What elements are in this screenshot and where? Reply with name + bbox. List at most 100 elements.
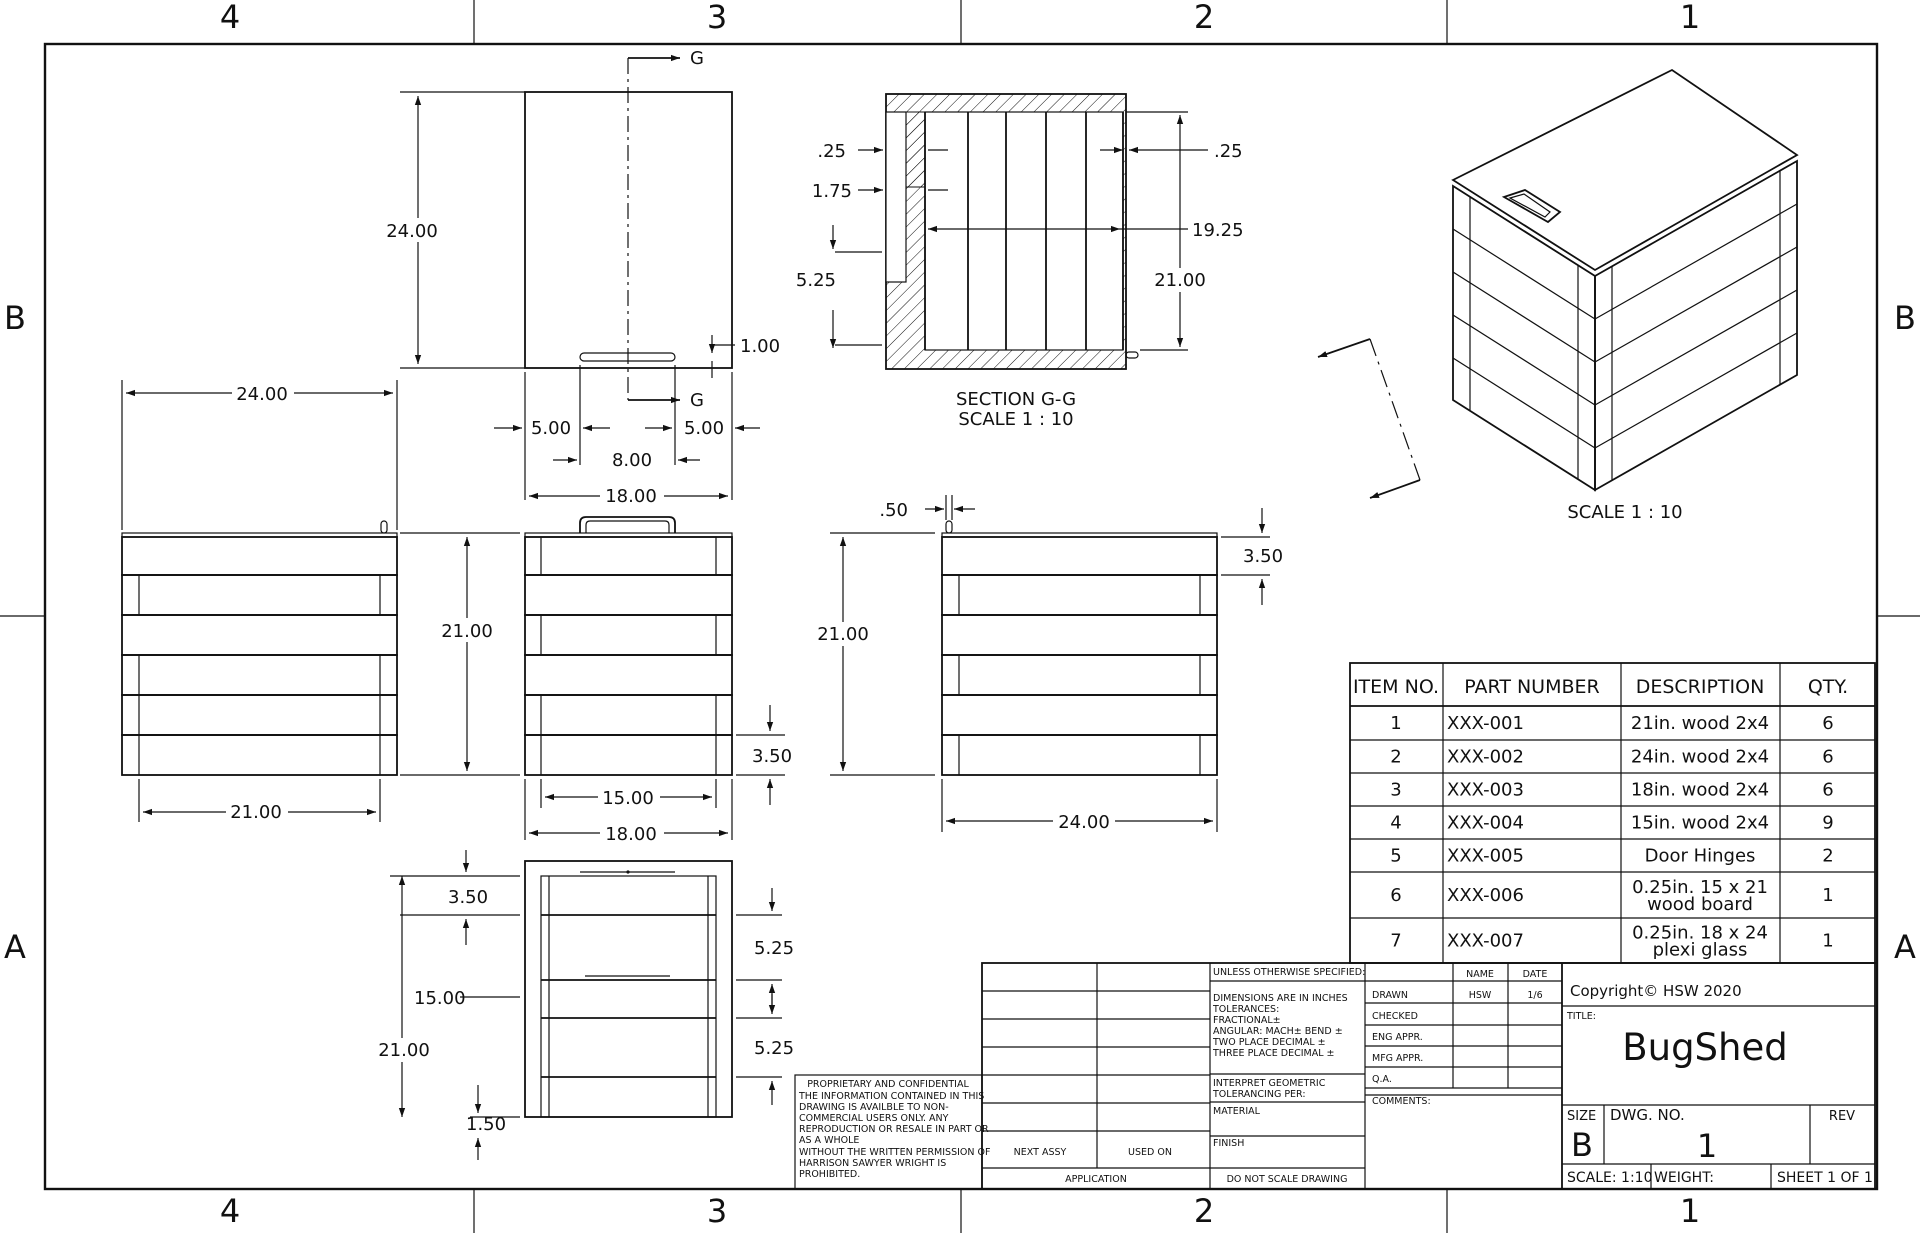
bom-part-number: XXX-005 — [1447, 846, 1524, 867]
tb-comments: COMMENTS: — [1372, 1096, 1431, 1107]
title-block: UNLESS OTHERWISE SPECIFIED: DIMENSIONS A… — [794, 962, 1876, 1190]
bom-header-qty: QTY. — [1808, 676, 1848, 698]
dim-bottom-base: 1.50 — [466, 1114, 506, 1135]
tb-prop-7: HARRISON SAWYER WRIGHT IS — [799, 1158, 946, 1169]
zone-col-3-bottom: 3 — [707, 1192, 727, 1230]
dim-right-width: 24.00 — [1058, 812, 1110, 833]
dim-bottom-board: 3.50 — [448, 887, 488, 908]
bom-description: 0.25in. 15 x 21 — [1632, 877, 1768, 898]
tb-unless: UNLESS OTHERWISE SPECIFIED: — [1213, 967, 1365, 978]
dim-left-gap: 5.00 — [531, 418, 571, 439]
bom-item-no: 7 — [1390, 931, 1401, 952]
bom-qty: 2 — [1822, 846, 1833, 867]
tb-size-label: SIZE — [1567, 1109, 1596, 1124]
tb-dims-5: TWO PLACE DECIMAL ± — [1212, 1037, 1326, 1048]
tb-finish: FINISH — [1213, 1138, 1244, 1149]
zone-col-1-top: 1 — [1680, 0, 1700, 36]
section-scale: SCALE 1 : 10 — [958, 409, 1073, 430]
dim-sec-height: 21.00 — [1154, 270, 1206, 291]
zone-row-b-right: B — [1894, 299, 1916, 337]
dim-sec-opening: 5.25 — [796, 270, 836, 291]
zone-row-a-right: A — [1894, 928, 1916, 966]
dim-handle-width: 8.00 — [612, 450, 652, 471]
bom-part-number: XXX-003 — [1447, 780, 1524, 801]
bom-description-line2: wood board — [1647, 894, 1753, 915]
dim-right-height: 21.00 — [817, 624, 869, 645]
zone-row-a-left: A — [4, 928, 26, 966]
tb-dims-6: THREE PLACE DECIMAL ± — [1212, 1048, 1335, 1059]
tb-size: B — [1571, 1126, 1593, 1164]
dim-sec-notch: 1.75 — [812, 181, 852, 202]
view-direction-arrow — [1317, 338, 1421, 499]
bom-qty: 6 — [1822, 713, 1833, 734]
zone-col-4-bottom: 4 — [220, 1192, 240, 1230]
right-side-view-dims: .50 3.50 21.00 24.00 — [814, 495, 1283, 833]
bottom-view — [524, 860, 733, 1118]
bom-description: Door Hinges — [1645, 846, 1756, 867]
dim-side-width-top: 24.00 — [236, 384, 288, 405]
bom-qty: 6 — [1822, 780, 1833, 801]
tb-rev-label: REV — [1829, 1109, 1855, 1124]
tb-checked: CHECKED — [1372, 1011, 1418, 1022]
tb-eng-appr: ENG APPR. — [1372, 1032, 1423, 1043]
bom-qty: 1 — [1822, 931, 1833, 952]
dim-handle-offset: 1.00 — [740, 336, 780, 357]
bom-part-number: XXX-006 — [1447, 885, 1524, 906]
tb-application: APPLICATION — [1065, 1174, 1127, 1185]
tb-dwg-label: DWG. NO. — [1610, 1106, 1685, 1124]
dim-bottom-height: 21.00 — [378, 1040, 430, 1061]
dim-top-height: 24.00 — [386, 221, 438, 242]
bom-item-no: 2 — [1390, 747, 1401, 768]
bom-item-no: 4 — [1390, 813, 1401, 834]
bom-item-no: 1 — [1390, 713, 1401, 734]
tb-copyright: Copyright© HSW 2020 — [1570, 982, 1742, 1000]
bom-item-no: 3 — [1390, 780, 1401, 801]
bom-part-number: XXX-004 — [1447, 813, 1524, 834]
zone-col-4-top: 4 — [220, 0, 240, 36]
tb-next-assy: NEXT ASSY — [1014, 1147, 1067, 1158]
bom-table: ITEM NO. PART NUMBER DESCRIPTION QTY. — [1349, 662, 1876, 964]
tb-interpret-2: TOLERANCING PER: — [1212, 1089, 1306, 1100]
zone-col-2-bottom: 2 — [1194, 1192, 1214, 1230]
bom-header-item: ITEM NO. — [1353, 676, 1439, 698]
tb-prop-5: AS A WHOLE — [799, 1135, 859, 1146]
bom-part-number: XXX-001 — [1447, 713, 1524, 734]
bom-item-no: 6 — [1390, 885, 1401, 906]
bom-qty: 9 — [1822, 813, 1833, 834]
right-side-view — [941, 520, 1218, 776]
tb-title-label: TITLE: — [1566, 1011, 1596, 1022]
dim-board-height: 3.50 — [752, 746, 792, 767]
bom-description: 21in. wood 2x4 — [1631, 713, 1769, 734]
dim-sec-wall-right: .25 — [1214, 141, 1243, 162]
tb-prop-2: DRAWING IS AVAILBLE TO NON- — [799, 1102, 949, 1113]
bom-rows: 1 XXX-001 21in. wood 2x4 6 2 XXX-002 24in. woo… — [1390, 713, 1833, 961]
tb-sheet: SHEET 1 OF 1 — [1777, 1170, 1873, 1186]
bom-description: 24in. wood 2x4 — [1631, 747, 1769, 768]
dim-right-board: 3.50 — [1243, 546, 1283, 567]
left-side-view-dims: 24.00 21.00 — [121, 380, 398, 824]
top-view: G G — [524, 48, 733, 411]
bottom-view-dims: 3.50 15.00 21.00 5.25 5.25 1.50 — [376, 850, 794, 1160]
bom-description-line2: plexi glass — [1653, 940, 1748, 961]
dim-sec-inner: 19.25 — [1192, 220, 1244, 241]
dim-side-inner-width: 21.00 — [230, 802, 282, 823]
drawing-title: BugShed — [1622, 1026, 1788, 1069]
zone-row-b-left: B — [4, 299, 26, 337]
bom-part-number: XXX-007 — [1447, 931, 1524, 952]
zone-col-3-top: 3 — [707, 0, 727, 36]
tb-date-header: DATE — [1523, 969, 1548, 980]
tb-mfg-appr: MFG APPR. — [1372, 1053, 1423, 1064]
bom-qty: 6 — [1822, 747, 1833, 768]
front-view-dims: 21.00 15.00 3.50 18.00 — [400, 532, 792, 845]
dim-right-lip: .50 — [879, 500, 908, 521]
tb-prop-6: WITHOUT THE WRITTEN PERMISSION OF — [799, 1147, 990, 1158]
bom-part-number: XXX-002 — [1447, 747, 1524, 768]
tb-prop-8: PROHIBITED. — [799, 1169, 860, 1180]
tb-dims-1: DIMENSIONS ARE IN INCHES — [1213, 993, 1348, 1004]
front-view — [524, 516, 733, 776]
tb-drawn-name: HSW — [1469, 990, 1492, 1001]
tb-qa: Q.A. — [1372, 1074, 1392, 1085]
section-title: SECTION G-G — [956, 389, 1076, 410]
tb-dims-2: TOLERANCES: — [1212, 1004, 1279, 1015]
